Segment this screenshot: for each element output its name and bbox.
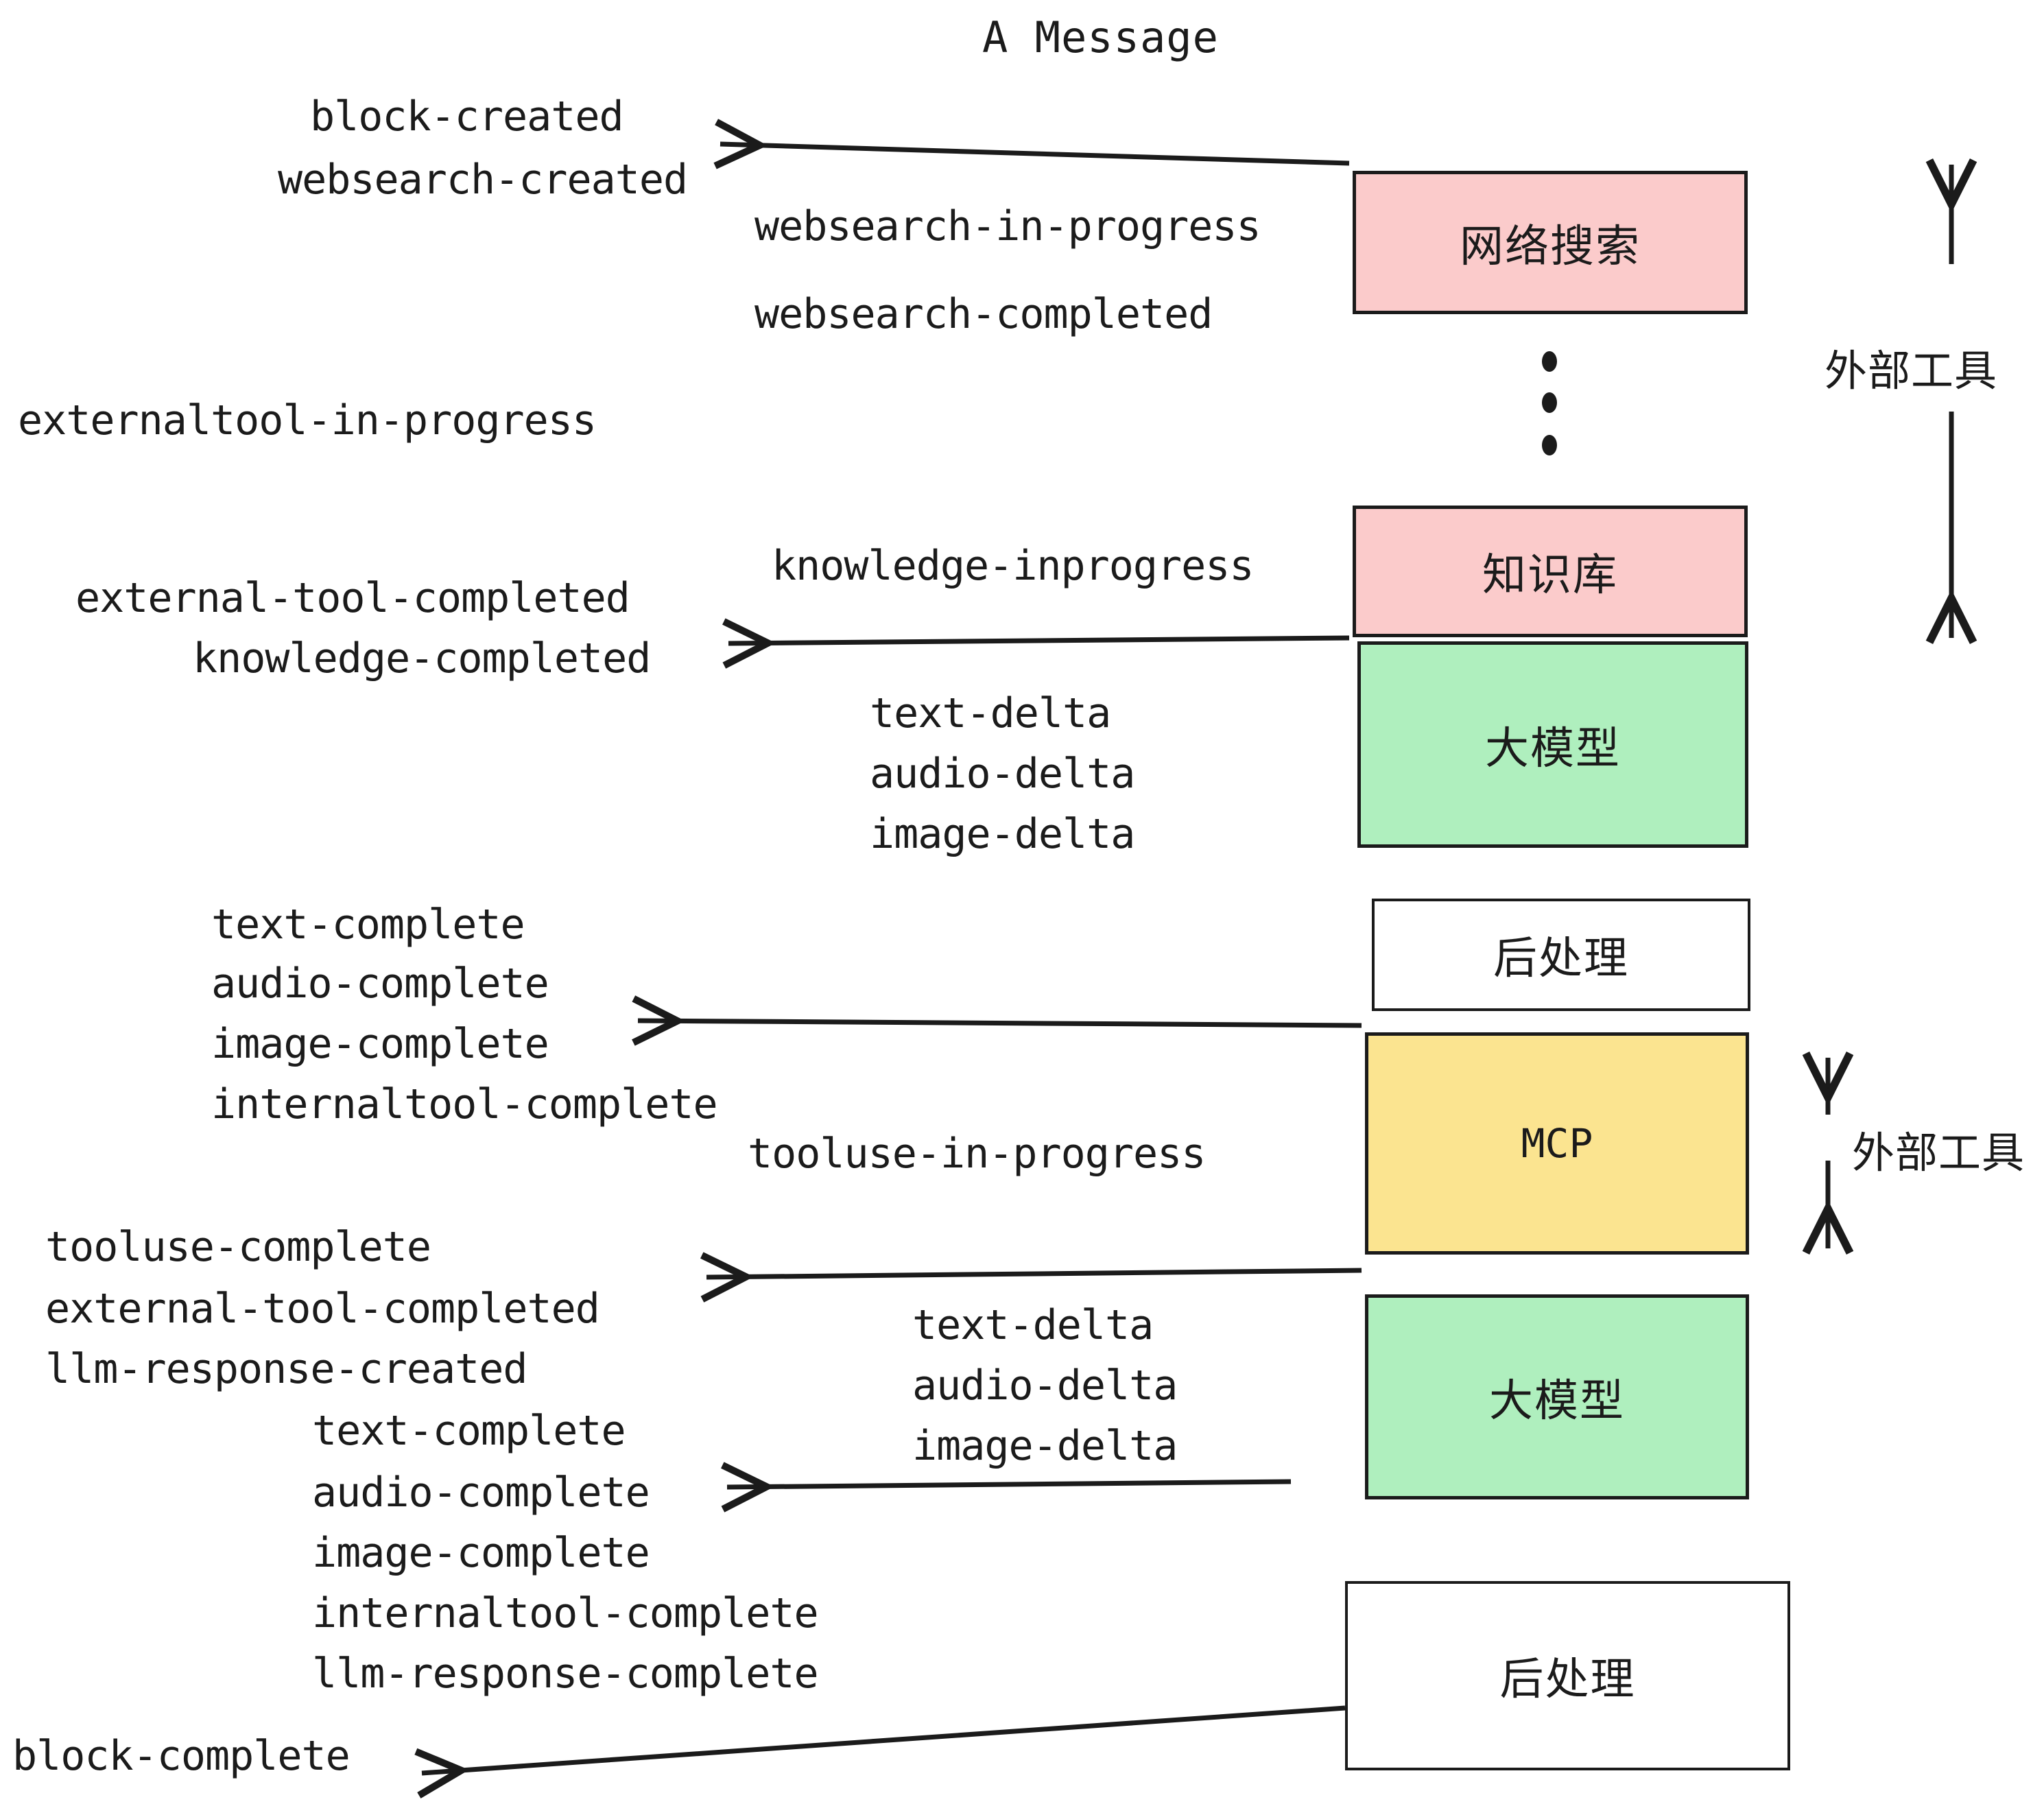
ellipsis-dot (1542, 351, 1557, 372)
event-label: audio-complete (312, 1469, 650, 1517)
node-postprocess-second[interactable]: 后处理 (1345, 1581, 1790, 1770)
event-label: text-delta (870, 689, 1111, 737)
event-label: internaltool-complete (211, 1080, 718, 1128)
arrow-knowledge-to-completed (728, 638, 1350, 643)
arrow-websearch-to-blockcreated (720, 144, 1350, 163)
node-label: 后处理 (1493, 934, 1629, 984)
node-label: 后处理 (1499, 1654, 1636, 1705)
arrow-postprocess2-to-blockcomplete (422, 1705, 1346, 1773)
event-label: websearch-completed (754, 290, 1213, 338)
event-label: image-delta (870, 810, 1135, 858)
event-label: external-tool-completed (75, 574, 630, 622)
external-tools-label-top: 外部工具 (1825, 346, 1998, 396)
event-label: image-delta (912, 1422, 1178, 1470)
event-label: block-created (310, 93, 624, 141)
event-label: websearch-created (278, 156, 688, 204)
node-label: MCP (1521, 1120, 1593, 1167)
event-label: image-complete (312, 1529, 650, 1577)
event-label: image-complete (211, 1020, 549, 1068)
event-label: text-complete (211, 901, 525, 949)
event-label: knowledge-completed (193, 634, 651, 683)
ellipsis-dot (1542, 392, 1557, 413)
event-label: internaltool-complete (312, 1589, 819, 1637)
node-knowledge-base[interactable]: 知识库 (1353, 506, 1748, 637)
node-label: 网络搜索 (1460, 221, 1641, 272)
node-label: 大模型 (1485, 723, 1621, 774)
event-label: websearch-in-progress (754, 202, 1261, 250)
arrow-mcp-to-toolusecomplete (706, 1270, 1362, 1277)
event-label: external-tool-completed (45, 1285, 600, 1333)
event-label: knowledge-inprogress (772, 542, 1254, 590)
event-label: audio-complete (211, 960, 549, 1008)
event-label: text-complete (312, 1407, 626, 1455)
node-llm-first[interactable]: 大模型 (1357, 641, 1748, 848)
event-label: audio-delta (912, 1362, 1178, 1410)
event-label: tooluse-in-progress (748, 1130, 1206, 1178)
ellipsis-dot (1542, 435, 1557, 455)
event-label: llm-response-complete (312, 1650, 819, 1698)
event-label: externaltool-in-progress (18, 396, 597, 444)
arrow-llm2-to-audiocomplete (727, 1482, 1292, 1487)
node-label: 大模型 (1489, 1375, 1625, 1427)
node-label: 知识库 (1482, 550, 1618, 601)
node-postprocess-first[interactable]: 后处理 (1372, 899, 1750, 1011)
node-llm-second[interactable]: 大模型 (1365, 1294, 1749, 1499)
event-label: llm-response-created (45, 1345, 527, 1393)
page-title: A Message (982, 12, 1219, 62)
arrow-postprocess1-to-imagecomplete (638, 1021, 1362, 1025)
event-label: block-complete (12, 1732, 350, 1780)
node-mcp[interactable]: MCP (1365, 1032, 1749, 1255)
event-label: tooluse-complete (45, 1223, 431, 1271)
event-label: text-delta (912, 1301, 1154, 1349)
external-tools-label-bottom: 外部工具 (1852, 1128, 2025, 1178)
event-label: audio-delta (870, 750, 1135, 798)
node-websearch[interactable]: 网络搜索 (1353, 171, 1748, 314)
